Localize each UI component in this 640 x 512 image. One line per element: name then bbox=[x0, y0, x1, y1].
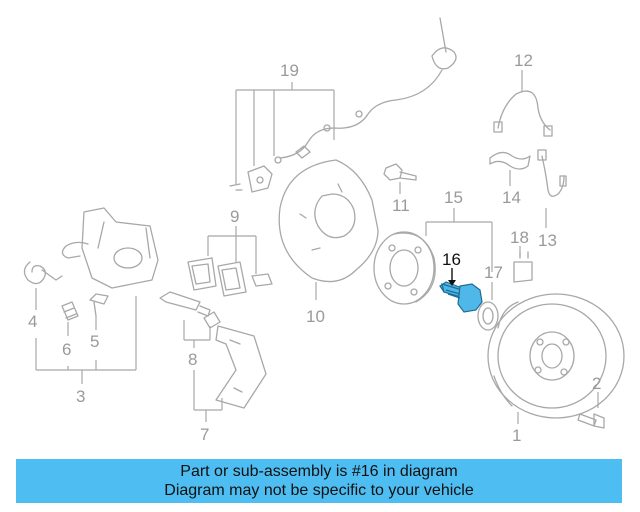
callout-7: 7 bbox=[193, 370, 223, 444]
part-16-hub-bolt[interactable] bbox=[439, 281, 483, 313]
label-17: 17 bbox=[484, 263, 503, 282]
part-5-bleeder[interactable] bbox=[89, 293, 109, 317]
part-14-clip[interactable] bbox=[489, 151, 531, 170]
label-7: 7 bbox=[200, 425, 209, 444]
banner-line-1: Part or sub-assembly is #16 in diagram bbox=[180, 463, 458, 480]
part-8-guide-pins[interactable] bbox=[159, 291, 221, 329]
part-11-bolt[interactable] bbox=[383, 163, 417, 181]
label-10: 10 bbox=[306, 307, 325, 326]
part-1-brake-disc[interactable] bbox=[487, 293, 625, 419]
callout-8: 8 bbox=[183, 320, 211, 369]
callout-1: 1 bbox=[512, 412, 521, 445]
label-18: 18 bbox=[510, 228, 529, 247]
part-18-bracket[interactable] bbox=[513, 251, 533, 283]
callout-9: 9 bbox=[207, 207, 257, 274]
callout-17: 17 bbox=[484, 263, 503, 300]
callout-19: 19 bbox=[235, 61, 335, 184]
banner-line-2: Diagram may not be specific to your vehi… bbox=[164, 482, 474, 499]
label-5: 5 bbox=[90, 332, 99, 351]
label-12: 12 bbox=[514, 51, 533, 70]
info-banner: Part or sub-assembly is #16 in diagram D… bbox=[16, 459, 622, 503]
label-6: 6 bbox=[62, 340, 71, 359]
part-17-seal[interactable] bbox=[477, 301, 499, 331]
label-8: 8 bbox=[188, 350, 197, 369]
callout-13: 13 bbox=[538, 208, 557, 250]
callout-12: 12 bbox=[514, 51, 533, 92]
label-13: 13 bbox=[538, 231, 557, 250]
label-15: 15 bbox=[444, 188, 463, 207]
label-11: 11 bbox=[392, 196, 410, 215]
part-19-abs-sensor-harness[interactable] bbox=[229, 17, 457, 193]
callout-14: 14 bbox=[502, 170, 521, 207]
label-1: 1 bbox=[512, 426, 521, 445]
callout-6: 6 bbox=[62, 322, 71, 359]
part-13-brake-line[interactable] bbox=[537, 149, 567, 197]
part-3-caliper[interactable] bbox=[61, 207, 159, 289]
label-4: 4 bbox=[28, 312, 37, 331]
part-9-brake-pads[interactable] bbox=[187, 257, 273, 297]
callout-15: 15 bbox=[425, 188, 493, 272]
callout-4: 4 bbox=[28, 288, 37, 331]
label-19: 19 bbox=[280, 61, 299, 80]
callout-5: 5 bbox=[90, 316, 99, 351]
part-4-spring[interactable] bbox=[23, 261, 63, 285]
label-3: 3 bbox=[76, 387, 85, 406]
callout-18: 18 bbox=[510, 228, 529, 256]
part-6-bush[interactable] bbox=[61, 301, 79, 321]
part-12-brake-hose[interactable] bbox=[493, 90, 553, 137]
label-2: 2 bbox=[592, 374, 601, 393]
label-14: 14 bbox=[502, 188, 521, 207]
callout-3: 3 bbox=[35, 296, 137, 406]
part-7-carrier[interactable] bbox=[215, 325, 267, 409]
callout-2: 2 bbox=[592, 374, 601, 408]
callout-10: 10 bbox=[306, 282, 325, 326]
part-10-dust-shield[interactable] bbox=[278, 159, 379, 283]
part-15-wheel-hub[interactable] bbox=[373, 231, 436, 305]
callout-16: 16 bbox=[442, 250, 461, 286]
label-16: 16 bbox=[442, 250, 461, 269]
callout-11: 11 bbox=[392, 182, 410, 215]
part-2-disc-screw[interactable] bbox=[577, 413, 605, 429]
label-9: 9 bbox=[230, 207, 239, 226]
exploded-parts-diagram: 19 12 14 13 11 10 bbox=[23, 17, 625, 445]
